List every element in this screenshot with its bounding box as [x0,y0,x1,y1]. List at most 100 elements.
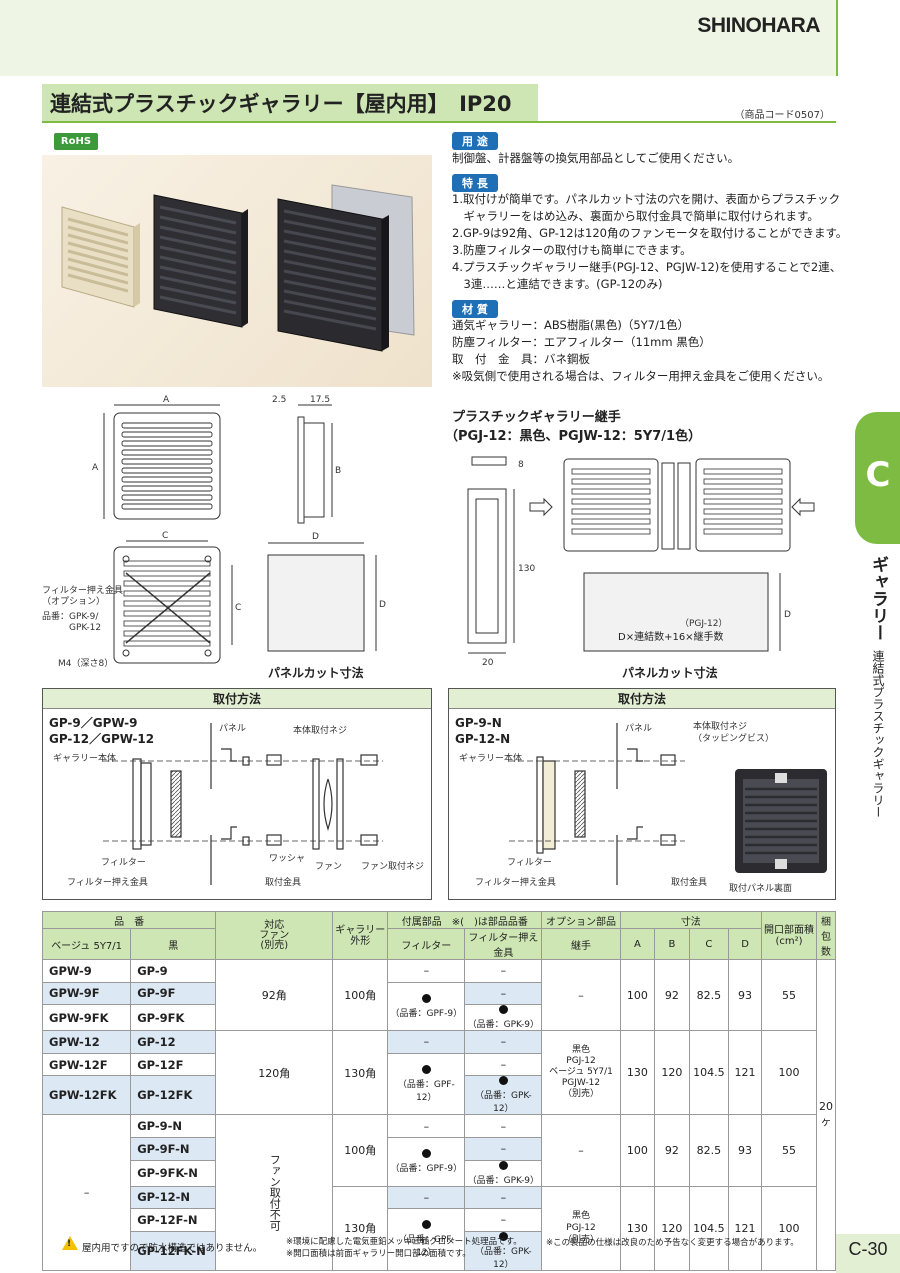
table-row: GP-9F-N （品番：GPF-9） – [43,1136,836,1187]
cell-filterb: – [464,1136,543,1161]
footer-note-area-line: ※開口面積は前面ギャラリー開口部の面積です。 [286,1249,471,1259]
cell-black: GP-9F [130,981,217,1006]
cell-beige: GPW-9FK [41,1004,132,1032]
part-no-label: 品番：GPK-9/ GPK-12 [42,612,102,633]
cell-d: 121 [728,1030,762,1116]
label-filter-bracket-right: フィルター押え金具 [475,878,556,888]
th-pack: 梱包数 [816,911,836,960]
cell-beige: – [41,1114,132,1271]
th-open: 開口部面積 (cm²) [761,911,817,960]
dim-20: 20 [482,658,494,668]
cell-black: GP-12 [130,1030,217,1054]
th-d: D [728,928,762,960]
included-dot [498,1231,508,1241]
cell-beige: GPW-9 [41,959,132,983]
table-row: GPW-9FK GP-9FK （品番：GPK-9） [41,1004,836,1032]
feature-list: 1.取付けが簡単です。パネルカット寸法の穴を開け、表面からプラスチック ギャラリ… [452,191,847,293]
feature-item: 3連……と連結できます。(GP-12のみ) [452,277,663,291]
th-filter: フィルター [387,928,466,960]
label-screw-left: 本体取付ネジ [293,726,348,736]
cell-filterb: – [464,1208,543,1232]
label-filter-left: フィルター [101,858,146,868]
cell-filter: – [387,959,466,983]
cell-open: 55 [761,958,817,1032]
page-title: 連結式プラスチックギャラリー【屋内用】 IP20 [50,92,512,116]
th-filterb: フィルター押え金具 [464,928,543,960]
label-filter-right: フィルター [507,858,552,868]
cell-filter-part: （品番：GPF-12） [397,1235,455,1259]
cell-b: 120 [654,1185,690,1271]
mount-models-left: GP-9／GPW-9 GP-12／GPW-12 [49,715,154,747]
th-option: オプション部品 [541,911,621,929]
cell-filterb: （品番：GPK-9） [464,1159,543,1187]
cell-pack: 20ヶ [816,959,836,1271]
use-label: 用 途 [452,132,498,150]
cell-filter: （品番：GPF-12） [387,1052,466,1116]
cell-filterb: – [464,1030,543,1054]
cell-filter: – [387,1030,466,1054]
included-dot [421,1149,431,1159]
th-beige: ベージュ 5Y7/1 [41,928,132,960]
joint-formula: D×連結数+16×継手数 [618,632,724,643]
material-item: 防塵フィルター：エアフィルター（11mm 黒色） [452,335,711,349]
included-dot [498,1076,508,1086]
cell-filterb: – [464,1052,543,1077]
product-code: （商品コード0507） [734,110,830,121]
header-band [0,0,836,76]
cell-filter-part: （品番：GPF-9） [390,1164,463,1175]
section-letter: C [865,455,891,495]
cell-filterb: （品番：GPK-9） [464,1004,543,1032]
table-row: GPW-12F GP-12F （品番：GPF-12） – [41,1052,836,1116]
cell-filterb-part: （品番：GPK-9） [467,1020,539,1031]
cell-filter-part: （品番：GPF-9） [390,1008,463,1019]
use-text: 制御盤、計器盤等の換気用部品としてご使用ください。 [452,151,740,165]
th-fan: 対応 ファン (別売) [215,911,334,960]
side-category: ギャラリー [868,556,888,641]
material-item: 通気ギャラリー：ABS樹脂(黒色)（5Y7/1色） [452,318,690,332]
label-bracket-left: 取付金具 [265,878,302,888]
technical-drawing: A A 2.5 17.5 B C C D D 8 130 20 D [92,395,815,668]
th-joint: 継手 [541,928,621,960]
material-item: 取 付 金 具：バネ鋼板 [452,352,590,366]
cell-black: GP-9 [130,959,217,983]
cell-c: 82.5 [688,958,730,1032]
th-accessory: 付属部品 ※( )は部品品番 [387,911,543,929]
table-row: GP-12-N 130角 – – 黒色 PGJ-12 （別売） 130 120 … [43,1185,836,1271]
cell-filter: （品番：GPF-9） [387,1136,466,1187]
mount-model: GP-9／GPW-9 [49,716,138,730]
cell-filterb: （品番：GPK-12） [464,1230,543,1271]
cell-b: 120 [654,1030,690,1116]
cell-beige: GPW-9F [41,981,132,1006]
table-row: GP-9FK-N （品番：GPK-9） [43,1159,836,1187]
th-dims: 寸法 [619,911,763,929]
cell-filterb-part: （品番：GPK-12） [475,1091,532,1115]
cell-joint: – [541,1114,621,1187]
label-back-panel: 取付パネル裏面 [729,884,793,894]
product-photo-illustration [61,184,415,352]
dim-175: 17.5 [310,395,330,405]
cell-joint: 黒色 PGJ-12 ベージュ 5Y7/1 PGJW-12 （別売） [541,1030,621,1116]
cell-shape: 100角 [332,1114,389,1187]
dim-130: 130 [518,564,535,574]
mount-diagram-right [509,723,827,885]
cell-filterb: – [464,981,543,1006]
filter-bracket-label: フィルター押え金具 （オプション） [42,586,123,607]
th-partno: 品 番 [41,911,217,929]
m4-label: M4（深さ8） [58,659,114,669]
label-body-left: ギャラリー本体 [53,754,117,764]
label-bracket-right: 取付金具 [671,878,708,888]
cell-black: GP-9FK [130,1004,217,1032]
cell-shape: 130角 [332,1030,389,1116]
dim-b: B [335,466,341,476]
included-dot [421,1065,431,1075]
cell-open: 100 [761,1185,817,1271]
feature-item: 4.プラスチックギャラリー継手(PGJ-12、PGJW-12)を使用することで2… [452,260,842,274]
label-panel-right: パネル [625,724,653,734]
cell-a: 130 [619,1185,656,1271]
cell-a: 130 [619,1030,656,1116]
feature-item: 1.取付けが簡単です。パネルカット寸法の穴を開け、表面からプラスチック [452,192,841,206]
spec-table: 品 番 対応 ファン (別売) ギャラリー 外形 付属部品 ※( )は部品品番 … [41,911,836,1271]
joint-formula-label: （PGJ-12） [680,619,728,629]
cell-black: GP-12F-N [130,1208,217,1232]
cell-d: 121 [728,1185,762,1271]
